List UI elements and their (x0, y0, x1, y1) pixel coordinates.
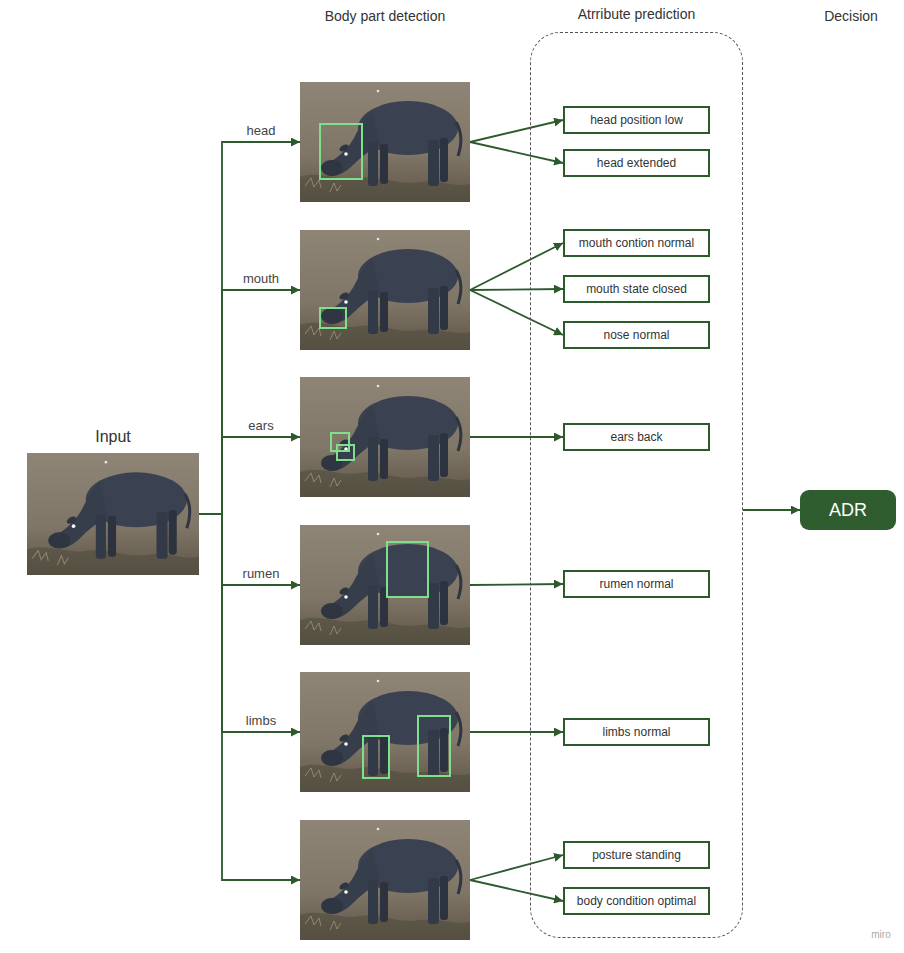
attribute-box: mouth contion normal (563, 229, 710, 257)
detection-photo-frame (300, 82, 470, 202)
connector-arrow (470, 731, 563, 733)
branch-label: head (247, 123, 276, 138)
branch-label-wrap: limbs (221, 711, 301, 729)
attribute-box: limbs normal (563, 718, 710, 746)
box-label: ears back (610, 430, 662, 444)
detection-photo-frame (300, 525, 470, 645)
branch-label-wrap: rumen (221, 564, 301, 582)
connector-arrow (470, 120, 563, 142)
attribute-box: nose normal (563, 321, 710, 349)
watermark: miro (871, 929, 890, 940)
column-heading: Input (27, 428, 199, 446)
branch-label-wrap: head (221, 121, 301, 139)
branch-label-wrap: ears (221, 416, 301, 434)
detection-photo (300, 82, 470, 202)
column-heading: Atrribute prediction (531, 6, 742, 22)
attribute-box: head position low (563, 106, 710, 134)
detection-photo (300, 230, 470, 350)
connector-arrow (199, 514, 300, 732)
attribute-box: mouth state closed (563, 275, 710, 303)
label-wrap: Body part detection (305, 7, 465, 25)
box-label: nose normal (603, 328, 669, 342)
attribute-group: Atrribute predictionhead position lowhea… (530, 32, 743, 938)
attribute-box: rumen normal (563, 570, 710, 598)
connector-arrow (470, 142, 563, 163)
connector-arrow (470, 855, 563, 880)
detection-photo-frame (300, 377, 470, 497)
detection-photo (300, 820, 470, 940)
connector-arrow (470, 290, 563, 335)
detection-photo-frame (300, 820, 470, 940)
detection-photo (300, 525, 470, 645)
connector-arrow (470, 289, 563, 290)
connector-arrow (743, 509, 800, 511)
detection-photo (300, 377, 470, 497)
branch-label: ears (248, 418, 273, 433)
attribute-box: ears back (563, 423, 710, 451)
detection-photo-frame (300, 672, 470, 792)
box-label: head extended (597, 156, 676, 170)
box-label: mouth state closed (586, 282, 687, 296)
attribute-box: body condition optimal (563, 887, 710, 915)
detection-photo-frame (300, 230, 470, 350)
column-heading: Decision (824, 8, 878, 24)
label-wrap: miro (801, 924, 904, 942)
connector-arrow (199, 142, 300, 514)
connector-arrow (470, 243, 563, 290)
box-label: limbs normal (602, 725, 670, 739)
attribute-box: posture standing (563, 841, 710, 869)
decision-box: ADR (800, 490, 896, 530)
connector-arrow (199, 514, 300, 585)
connector-arrow (470, 880, 563, 901)
connector-arrow (470, 436, 563, 438)
box-label: rumen normal (599, 577, 673, 591)
input-photo (27, 453, 199, 575)
connector-arrow (199, 514, 300, 880)
connector-arrow (199, 290, 300, 514)
box-label: posture standing (592, 848, 681, 862)
connector-arrow (470, 584, 563, 585)
detection-photo (300, 672, 470, 792)
box-label: head position low (590, 113, 683, 127)
connector-arrow (199, 437, 300, 514)
branch-label: limbs (246, 713, 276, 728)
box-label: body condition optimal (577, 894, 696, 908)
column-heading: Body part detection (325, 8, 446, 24)
branch-label: rumen (243, 566, 280, 581)
branch-label: mouth (243, 271, 279, 286)
input-photo-frame: Input (27, 453, 199, 575)
label-wrap: Decision (771, 7, 904, 25)
attribute-box: head extended (563, 149, 710, 177)
box-label: ADR (829, 500, 867, 521)
box-label: mouth contion normal (579, 236, 694, 250)
branch-label-wrap: mouth (221, 269, 301, 287)
